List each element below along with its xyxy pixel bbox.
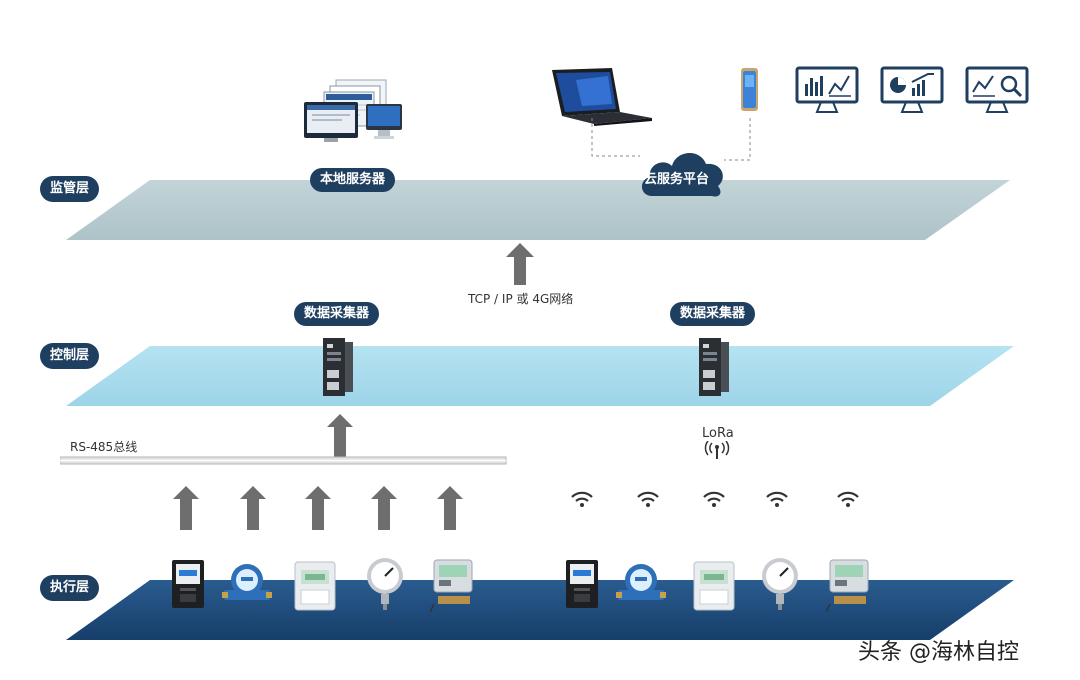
monitor-trend-icon: [965, 66, 1029, 113]
water-meter-icon: [616, 564, 666, 600]
electric-meter-icon: [566, 560, 598, 608]
pressure-gauge-icon: [367, 558, 403, 610]
cloud-platform-label: 云服务平台: [644, 172, 710, 187]
cloud-icon: [641, 152, 723, 197]
lora-label: LoRa: [702, 426, 734, 441]
heat-meter-icon: [430, 559, 473, 613]
wifi-icon: [703, 491, 725, 507]
heat-meter-icon: [826, 559, 869, 613]
wifi-icon: [571, 491, 593, 507]
electric-meter-icon: [172, 560, 204, 608]
layer-label-execution: 执行层: [40, 575, 100, 601]
upload-arrow-icon: [305, 486, 331, 530]
rs485-label: RS-485总线: [70, 440, 138, 454]
upload-arrow-icon: [506, 243, 534, 285]
local-server-label: 本地服务器: [310, 168, 396, 192]
upload-arrow-icon: [371, 486, 397, 530]
cloud-connection-lines: [591, 118, 751, 161]
upload-arrow-icon: [327, 414, 353, 458]
monitor-chart-icon: [795, 66, 859, 113]
wifi-icon: [837, 491, 859, 507]
data-collector-icon: [699, 338, 729, 396]
watermark-text: 头条 @海林自控: [858, 640, 1019, 665]
tcp-network-label: TCP / IP 或 4G网络: [468, 292, 574, 306]
desktop-icon: [304, 79, 402, 142]
upload-arrow-icon: [240, 486, 266, 530]
collector-left-label: 数据采集器: [294, 302, 380, 326]
upload-arrow-icon: [173, 486, 199, 530]
layer-label-supervision: 监管层: [40, 176, 100, 202]
upload-arrow-icon: [437, 486, 463, 530]
laptop-icon: [552, 68, 652, 126]
phone-icon: [741, 68, 758, 111]
gas-meter-icon: [693, 561, 735, 611]
wifi-icon: [637, 491, 659, 507]
rs485-bus-line: [60, 456, 507, 465]
antenna-icon: [704, 441, 730, 459]
control-plane: [66, 346, 1014, 406]
water-meter-icon: [222, 564, 272, 600]
data-collector-icon: [323, 338, 353, 396]
pressure-gauge-icon: [762, 558, 798, 610]
monitor-pie-icon: [880, 66, 944, 113]
collector-right-label: 数据采集器: [670, 302, 756, 326]
supervision-plane: [66, 180, 1010, 240]
wifi-icon: [766, 491, 788, 507]
layer-label-control: 控制层: [40, 343, 100, 369]
gas-meter-icon: [294, 561, 336, 611]
